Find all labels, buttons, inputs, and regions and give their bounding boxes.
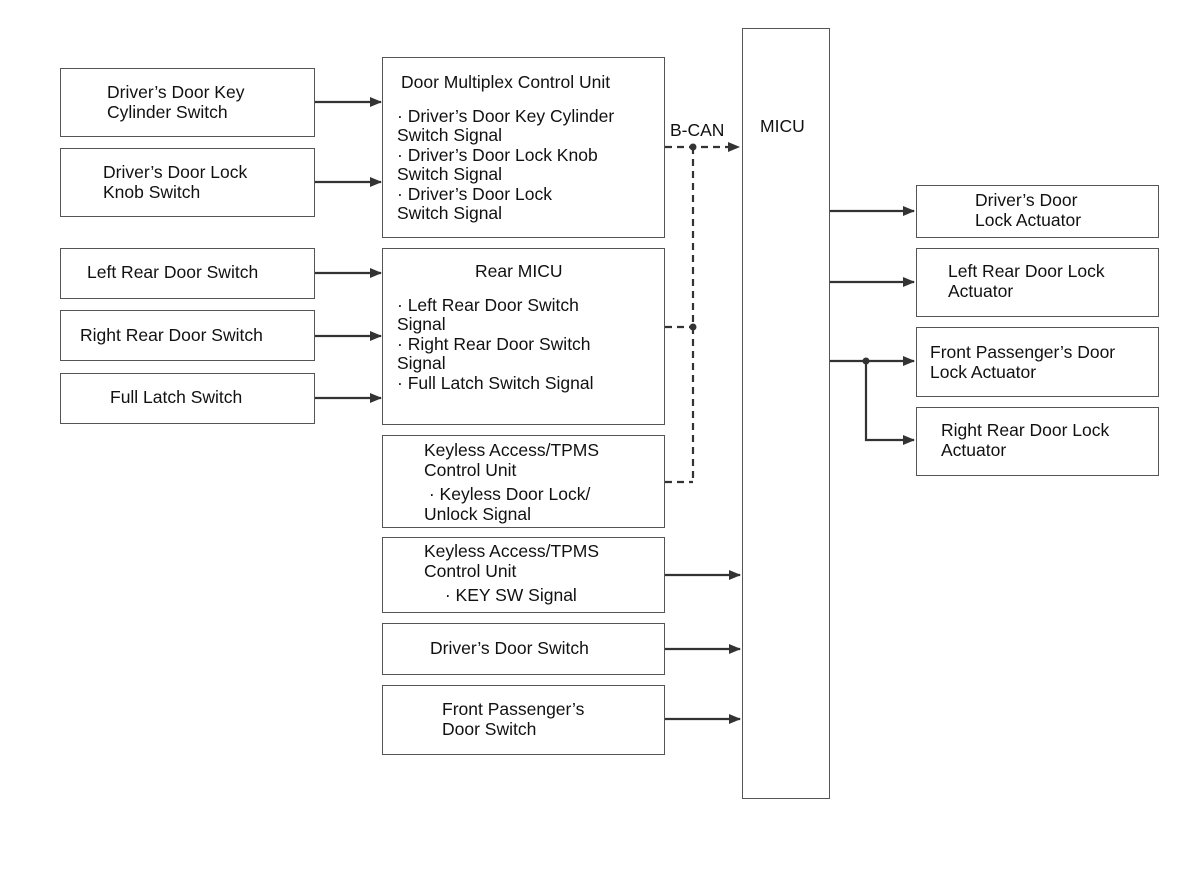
arrow-right-rear-lock	[864, 361, 915, 445]
door-mux-signals: · Driver’s Door Key Cylinder Switch Sign…	[397, 105, 615, 223]
right-rear-door-switch-label: Right Rear Door Switch	[80, 325, 263, 345]
driver-door-lock-actuator-box: Driver’s Door Lock Actuator	[916, 185, 1159, 238]
front-passenger-door-switch-label: Front Passenger’s Door Switch	[442, 699, 585, 739]
full-latch-switch-box: Full Latch Switch	[60, 373, 315, 424]
driver-door-switch-box: Driver’s Door Switch	[382, 623, 665, 675]
bcan-arrowhead	[728, 142, 740, 152]
right-rear-door-lock-actuator-box: Right Rear Door Lock Actuator	[916, 407, 1159, 476]
lock-knob-switch-label: Driver’s Door Lock Knob Switch	[103, 162, 248, 202]
driver-door-switch-label: Driver’s Door Switch	[430, 638, 589, 658]
rear-micu-signals: · Left Rear Door Switch Signal · Right R…	[397, 294, 594, 393]
keyless-2-signals: · KEY SW Signal	[440, 585, 577, 605]
left-rear-door-switch-box: Left Rear Door Switch	[60, 248, 315, 299]
full-latch-switch-label: Full Latch Switch	[110, 387, 243, 407]
lock-knob-switch-box: Driver’s Door Lock Knob Switch	[60, 148, 315, 217]
rear-micu-title: Rear MICU	[475, 261, 563, 281]
junction-output	[862, 357, 870, 365]
left-rear-door-lock-actuator-label: Left Rear Door Lock Actuator	[948, 261, 1105, 301]
front-passenger-door-lock-actuator-box: Front Passenger’s Door Lock Actuator	[916, 327, 1159, 397]
front-passenger-door-lock-actuator-label: Front Passenger’s Door Lock Actuator	[930, 342, 1116, 382]
junction-bcan-top	[689, 143, 697, 151]
front-passenger-door-switch-box: Front Passenger’s Door Switch	[382, 685, 665, 755]
door-multiplex-control-unit: Door Multiplex Control Unit · Driver’s D…	[382, 57, 665, 238]
keyless-access-unit-2: Keyless Access/TPMS Control Unit · KEY S…	[382, 537, 665, 613]
keyless-access-unit-1: Keyless Access/TPMS Control Unit · Keyle…	[382, 435, 665, 528]
key-cylinder-switch-box: Driver’s Door Key Cylinder Switch	[60, 68, 315, 137]
right-rear-door-lock-actuator-label: Right Rear Door Lock Actuator	[941, 420, 1110, 460]
door-mux-title: Door Multiplex Control Unit	[401, 72, 611, 92]
right-rear-door-switch-box: Right Rear Door Switch	[60, 310, 315, 361]
driver-door-lock-actuator-label: Driver’s Door Lock Actuator	[975, 190, 1082, 230]
micu-label: MICU	[760, 116, 805, 136]
keyless-2-title: Keyless Access/TPMS Control Unit	[424, 541, 600, 581]
left-rear-door-lock-actuator-box: Left Rear Door Lock Actuator	[916, 248, 1159, 317]
keyless-1-signals: · Keyless Door Lock/ Unlock Signal	[424, 484, 591, 524]
bcan-label: B-CAN	[670, 120, 725, 140]
rear-micu-box: Rear MICU · Left Rear Door Switch Signal…	[382, 248, 665, 425]
key-cylinder-switch-label: Driver’s Door Key Cylinder Switch	[107, 82, 245, 122]
left-rear-door-switch-label: Left Rear Door Switch	[87, 262, 259, 282]
keyless-1-title: Keyless Access/TPMS Control Unit	[424, 440, 600, 480]
micu-box: MICU	[742, 28, 830, 799]
junction-bcan-mid	[689, 323, 697, 331]
